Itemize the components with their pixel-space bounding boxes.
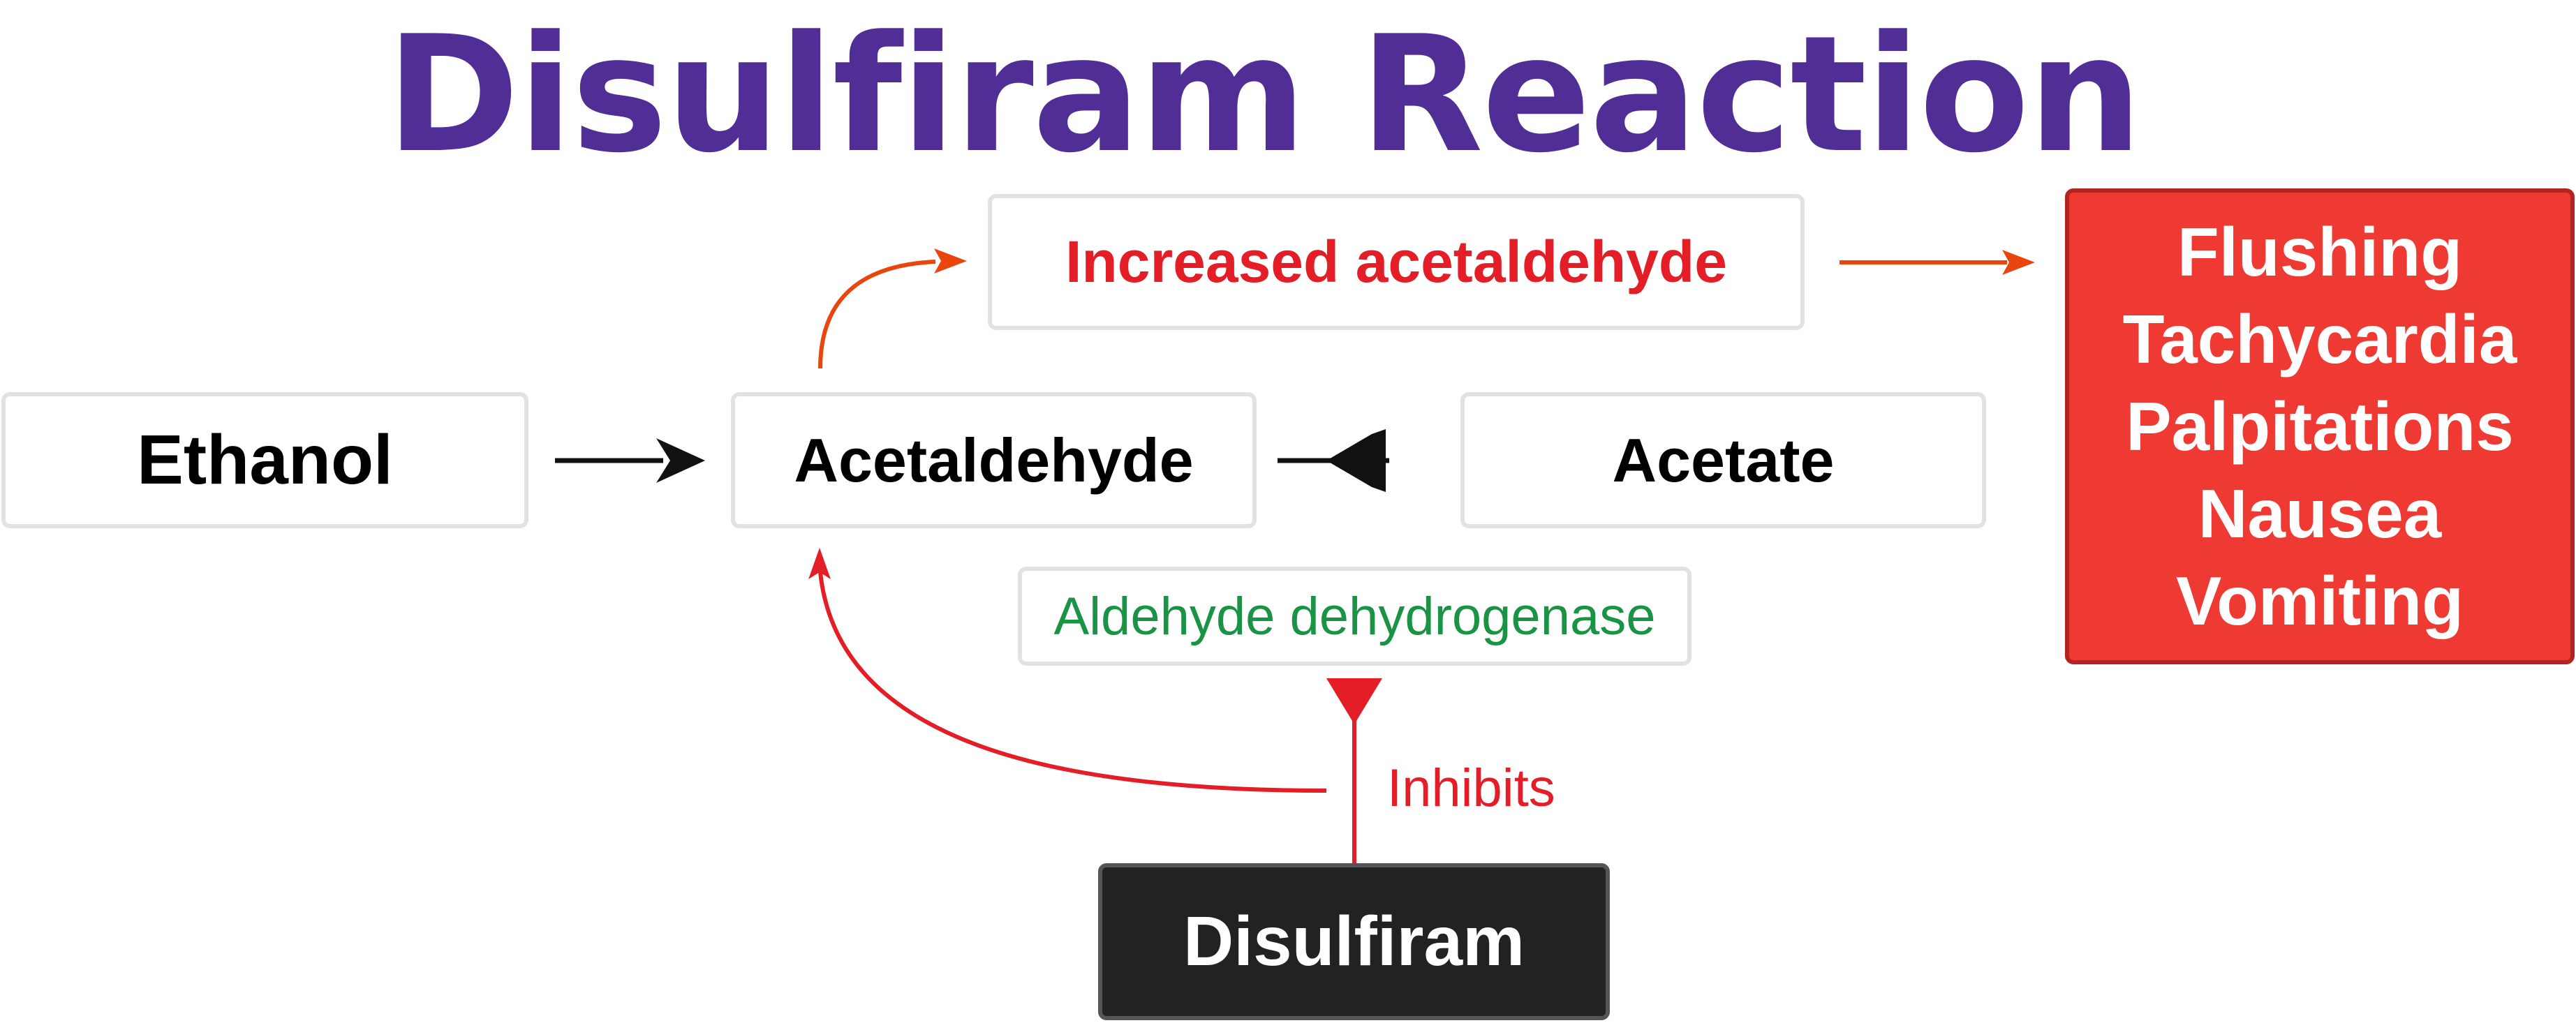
diagram-title: Disulfiram Reaction	[386, 2, 2142, 188]
symptom-list: Flushing Tachycardia Palpitations Nausea…	[2123, 209, 2517, 645]
symptom-item: Palpitations	[2126, 387, 2514, 465]
acetaldehyde-node: Acetaldehyde	[731, 392, 1257, 528]
disulfiram-node: Disulfiram	[1098, 863, 1610, 1020]
arrowhead-acetaldehyde-red	[808, 548, 831, 579]
arrow-accumulation-to-acetaldehyde	[818, 572, 1327, 793]
acetate-label: Acetate	[1612, 425, 1835, 495]
blunt-arrowhead-acetate	[1326, 429, 1386, 492]
arrow-to-increased-acetaldehyde	[818, 260, 936, 369]
inhibits-label: Inhibits	[1387, 759, 1555, 818]
increased-acetaldehyde-label: Increased acetaldehyde	[1065, 229, 1727, 294]
symptom-item: Flushing	[2177, 213, 2463, 290]
symptoms-node: Flushing Tachycardia Palpitations Nausea…	[2065, 188, 2575, 664]
symptom-item: Nausea	[2198, 475, 2442, 552]
acetaldehyde-label: Acetaldehyde	[794, 425, 1194, 495]
arrowhead-symptoms	[2002, 250, 2035, 275]
arrowhead-acetaldehyde	[656, 438, 705, 483]
acetate-node: Acetate	[1460, 392, 1986, 528]
ethanol-label: Ethanol	[137, 421, 393, 499]
increased-acetaldehyde-node: Increased acetaldehyde	[988, 194, 1805, 330]
arrowhead-increased-acetaldehyde	[934, 248, 967, 274]
symptom-item: Tachycardia	[2122, 300, 2517, 378]
ethanol-node: Ethanol	[1, 392, 528, 528]
disulfiram-label: Disulfiram	[1183, 902, 1525, 980]
enzyme-node: Aldehyde dehydrogenase	[1018, 567, 1692, 666]
inhibition-arrowhead	[1326, 678, 1382, 724]
enzyme-label: Aldehyde dehydrogenase	[1053, 586, 1656, 646]
symptom-item: Vomiting	[2176, 562, 2464, 639]
